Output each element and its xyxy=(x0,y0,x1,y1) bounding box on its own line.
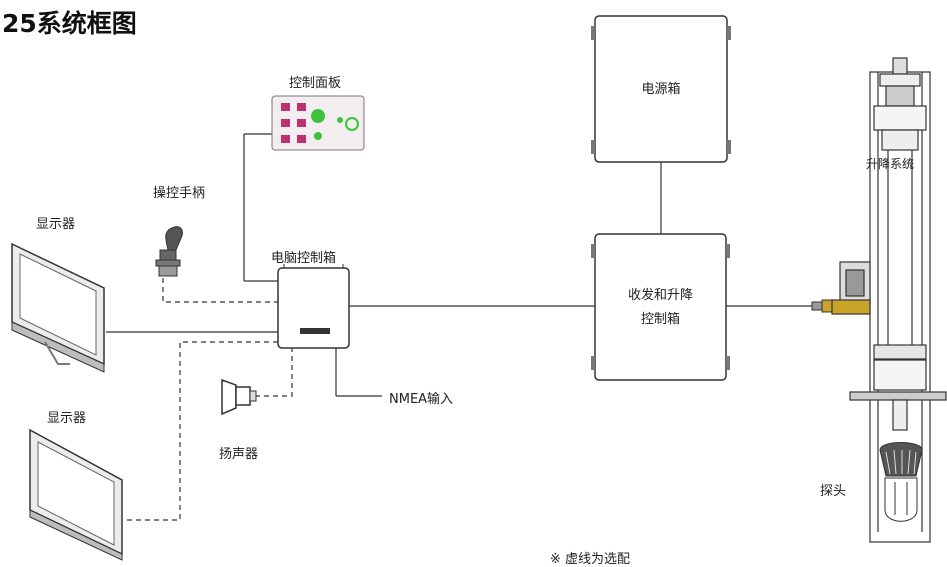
panel-button xyxy=(281,103,290,111)
panel-knob xyxy=(311,109,325,123)
speaker-icon xyxy=(221,378,257,416)
page-title: 25系统框图 xyxy=(2,9,137,38)
display-bottom-label: 显示器 xyxy=(47,411,87,426)
dashed-connections xyxy=(124,278,293,521)
panel-button xyxy=(297,119,306,127)
display-top-label: 显示器 xyxy=(36,217,76,232)
dashed-handle-to-computer xyxy=(162,278,278,303)
panel-knob xyxy=(337,117,343,123)
power-box xyxy=(591,15,731,163)
lift-system xyxy=(831,57,947,543)
computer-control-box xyxy=(277,264,350,349)
dashed-display2-to-computer xyxy=(124,341,278,521)
speaker-label: 扬声器 xyxy=(219,447,259,462)
panel-button xyxy=(281,119,290,127)
control-panel xyxy=(271,95,365,151)
power-box-label: 电源箱 xyxy=(641,82,681,97)
dashed-speaker-to-computer xyxy=(255,348,293,397)
transceiver-box-label-line2: 控制箱 xyxy=(640,312,680,327)
lift-system-label: 升降系统 xyxy=(866,157,915,171)
panel-button xyxy=(297,135,306,143)
panel-knob xyxy=(314,132,322,140)
note-label: ※ 虚线为选配 xyxy=(550,552,631,567)
display-monitor-bottom xyxy=(29,428,123,561)
computer-box-label: 电脑控制箱 xyxy=(271,251,337,266)
probe-icon xyxy=(879,442,923,522)
handle-label: 操控手柄 xyxy=(153,186,206,201)
transceiver-box-label-line1: 收发和升降 xyxy=(627,288,693,303)
nmea-input-label: NMEA输入 xyxy=(389,392,454,407)
control-panel-label: 控制面板 xyxy=(289,76,342,91)
joystick-handle-icon xyxy=(155,226,183,277)
probe-label: 探头 xyxy=(820,484,847,499)
display-monitor-top xyxy=(11,242,105,373)
transceiver-lift-control-box xyxy=(591,233,730,381)
panel-button xyxy=(281,135,290,143)
panel-button xyxy=(297,103,306,111)
panel-knob xyxy=(345,117,359,131)
